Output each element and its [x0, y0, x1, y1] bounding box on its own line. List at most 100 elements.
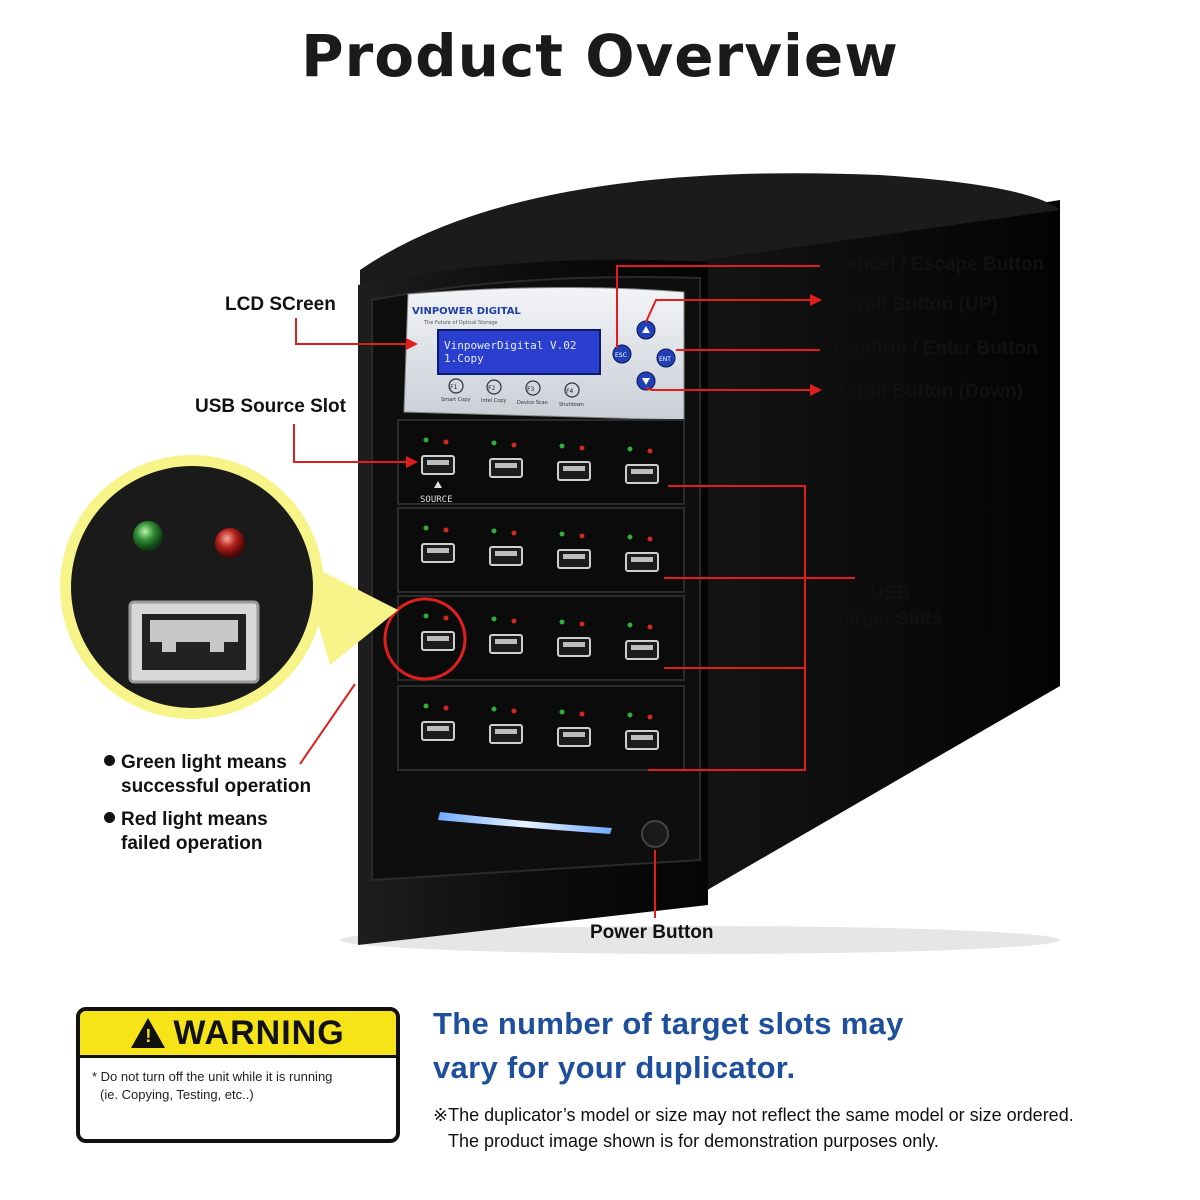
- usb-port-contact: [495, 729, 517, 734]
- red-note-line-1: Red light means: [121, 809, 268, 830]
- arrowhead-scroll-up: [810, 294, 822, 306]
- red-led-small-icon: [511, 442, 517, 448]
- disclaimer: ※The duplicator’s model or size may not …: [433, 1102, 1074, 1154]
- green-led-small-icon: [559, 619, 565, 625]
- usb-port-contact: [427, 460, 449, 465]
- f1-key[interactable]: [448, 378, 464, 394]
- source-arrow-icon: [434, 481, 442, 488]
- red-led-small-icon: [579, 533, 585, 539]
- red-light-note: Red light means failed operation: [104, 808, 268, 856]
- warning-heading: WARNING: [173, 1013, 345, 1052]
- slots-notice-line-2: vary for your duplicator.: [433, 1050, 796, 1085]
- confirm-button-label: Confirm / Enter Button: [834, 338, 1038, 359]
- usb-port-contact: [563, 466, 585, 471]
- red-led-small-icon: [511, 708, 517, 714]
- green-note-line-2: successful operation: [121, 776, 312, 797]
- power-button-label: Power Button: [590, 922, 714, 943]
- power-button[interactable]: [641, 820, 669, 848]
- nav-buttons: ESC ENT: [612, 320, 676, 391]
- arrowhead-scroll-down: [810, 384, 822, 396]
- f1-caption: Smart Copy: [441, 397, 470, 403]
- disclaimer-line-2: The product image shown is for demonstra…: [448, 1131, 939, 1151]
- usb-target-label-line-2: Target Slots: [834, 609, 943, 630]
- green-note-line-1: Green light means: [121, 752, 287, 773]
- scroll-up-label: Scroll Button (UP): [834, 294, 998, 315]
- brand-tagline: The Future of Optical Storage: [423, 320, 498, 326]
- green-led-small-icon: [491, 616, 497, 622]
- f1-key-label: F1: [450, 384, 458, 391]
- usb-port-contact: [495, 463, 517, 468]
- red-led-small-icon: [647, 714, 653, 720]
- brand-text: VINPOWER DIGITAL: [412, 306, 521, 317]
- warning-triangle-icon: !: [131, 1018, 166, 1048]
- arrowhead-source: [406, 456, 418, 468]
- warning-line-1: * Do not turn off the unit while it is r…: [92, 1069, 333, 1084]
- green-led-small-icon: [423, 703, 429, 709]
- page-title: Product Overview: [301, 22, 899, 90]
- green-led-small-icon: [627, 446, 633, 452]
- red-led-small-icon: [443, 615, 449, 621]
- green-led-small-icon: [423, 437, 429, 443]
- green-led-small-icon: [559, 531, 565, 537]
- disclaimer-line-1: ※The duplicator’s model or size may not …: [433, 1105, 1074, 1125]
- f3-key[interactable]: [525, 380, 541, 396]
- red-note-line-2: failed operation: [121, 833, 263, 854]
- arrow-up-icon: [642, 326, 650, 333]
- green-led-small-icon: [559, 709, 565, 715]
- lcd-line-2: 1.Copy: [444, 352, 484, 365]
- f2-key-label: F2: [488, 385, 496, 392]
- function-keys: F1 F2 F3 F4 Smart Copy Intel Copy Device…: [441, 378, 584, 408]
- source-label: SOURCE: [420, 495, 453, 505]
- usb-target-label-line-1: USB: [870, 583, 911, 604]
- green-led-small-icon: [627, 712, 633, 718]
- usb-port-contact: [631, 469, 653, 474]
- f4-key-label: F4: [566, 388, 574, 395]
- usb-source-slot-label: USB Source Slot: [195, 396, 346, 417]
- green-led-small-icon: [491, 706, 497, 712]
- usb-port-contact: [631, 735, 653, 740]
- red-led-small-icon: [647, 448, 653, 454]
- warning-line-2: (ie. Copying, Testing, etc..): [100, 1087, 254, 1102]
- bullet-icon: [104, 812, 115, 823]
- esc-button-label: ESC: [615, 352, 627, 359]
- red-led-small-icon: [647, 536, 653, 542]
- usb-port-contact: [563, 554, 585, 559]
- red-led-icon: [215, 528, 245, 558]
- usb-port-contact: [631, 557, 653, 562]
- callout-arrowheads: [406, 294, 822, 468]
- lcd-line-1: VinpowerDigital V.02: [444, 339, 576, 352]
- usb-port-contact: [495, 639, 517, 644]
- callout-lines: [293, 265, 855, 918]
- usb-port-contact: [631, 645, 653, 650]
- highlight-circle: [383, 597, 467, 681]
- red-led-small-icon: [579, 711, 585, 717]
- red-led-small-icon: [511, 530, 517, 536]
- warning-box: ! WARNING * Do not turn off the unit whi…: [76, 1007, 400, 1143]
- f2-caption: Intel Copy: [481, 398, 506, 404]
- enter-button[interactable]: [656, 348, 676, 368]
- duplicator-illustration: VINPOWER DIGITAL The Future of Optical S…: [60, 173, 1060, 954]
- red-led-small-icon: [511, 618, 517, 624]
- f2-key[interactable]: [486, 379, 502, 395]
- warning-header: ! WARNING: [80, 1011, 396, 1058]
- slots-notice-line-1: The number of target slots may: [433, 1006, 904, 1041]
- usb-port-contact: [495, 551, 517, 556]
- green-led-small-icon: [627, 534, 633, 540]
- bullet-icon: [104, 755, 115, 766]
- green-led-small-icon: [423, 613, 429, 619]
- green-led-small-icon: [423, 525, 429, 531]
- green-led-icon: [133, 521, 163, 551]
- green-led-small-icon: [559, 443, 565, 449]
- red-led-small-icon: [647, 624, 653, 630]
- red-led-small-icon: [579, 445, 585, 451]
- usb-port-contact: [427, 548, 449, 553]
- usb-port-contact: [563, 732, 585, 737]
- f4-key[interactable]: [564, 382, 580, 398]
- usb-bays: SOURCE: [397, 419, 685, 771]
- slots-notice-headline: The number of target slots may vary for …: [433, 1002, 904, 1090]
- lcd-screen-label: LCD SCreen: [225, 294, 336, 315]
- usb-port-contact: [427, 726, 449, 731]
- esc-button[interactable]: [612, 344, 632, 364]
- f3-caption: Device Scan: [517, 400, 548, 406]
- usb-port-contact: [563, 642, 585, 647]
